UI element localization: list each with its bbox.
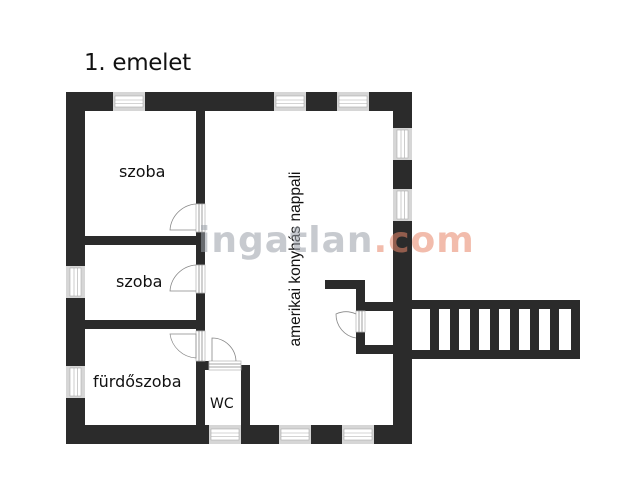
walls (66, 92, 580, 444)
floor-title: 1. emelet (84, 50, 191, 76)
watermark-part1: ingatlan (198, 220, 374, 261)
room-label-szoba-2: szoba (116, 272, 163, 291)
room-label-szoba-1: szoba (119, 162, 166, 181)
watermark-part2: .com (373, 220, 475, 261)
room-label-wc: WC (210, 396, 234, 412)
watermark: ingatlan.com (198, 220, 475, 261)
windows (66, 92, 412, 444)
room-label-bathroom: fürdőszoba (93, 372, 182, 391)
doors (169, 203, 366, 371)
